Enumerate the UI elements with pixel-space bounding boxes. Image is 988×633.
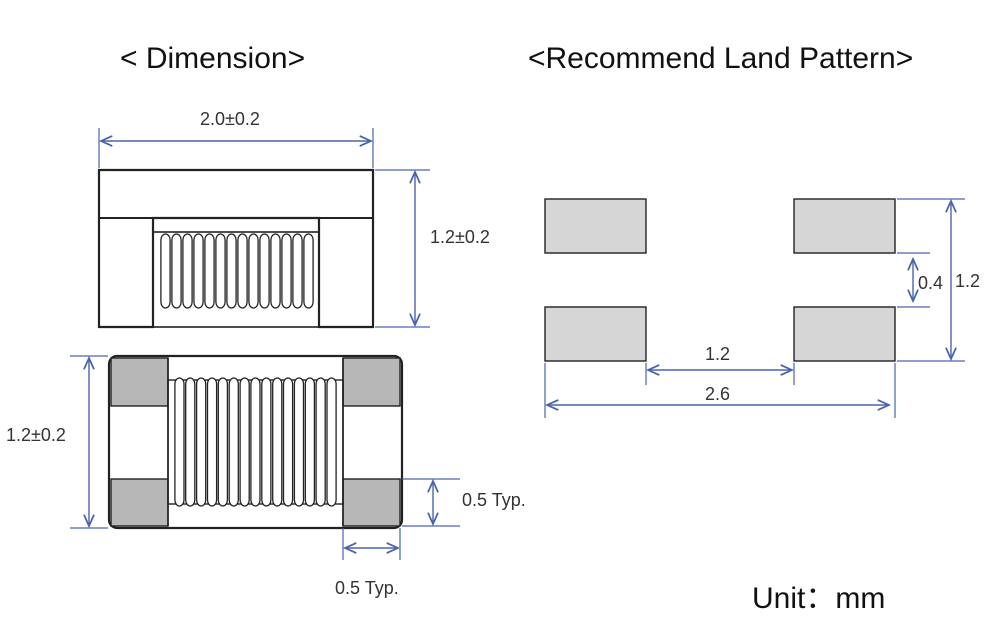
electrode-height-label: 0.5 Typ. bbox=[462, 490, 526, 510]
side-view-height-label: 1.2±0.2 bbox=[6, 425, 66, 445]
unit-label: Unit：mm bbox=[752, 582, 886, 615]
coil-turn bbox=[270, 233, 281, 309]
coil-turn bbox=[248, 233, 259, 309]
coil-turn bbox=[272, 377, 283, 507]
coil-turn bbox=[215, 233, 226, 309]
coil-turn bbox=[185, 377, 196, 507]
coil-turn bbox=[182, 233, 193, 309]
coil-turn bbox=[195, 377, 207, 507]
coil-turn bbox=[226, 233, 237, 309]
coil-turn bbox=[282, 377, 294, 507]
dimension-title: < Dimension> bbox=[120, 42, 306, 75]
coil-turn bbox=[160, 233, 171, 309]
pad-gap-label: 0.4 bbox=[918, 273, 944, 293]
land-pad-top-right bbox=[793, 198, 896, 254]
bottom-view bbox=[107, 354, 404, 530]
total-width-label: 2.6 bbox=[705, 384, 731, 404]
coil-turn bbox=[239, 377, 250, 507]
coil-turn bbox=[204, 233, 215, 309]
total-height-label: 1.2 bbox=[955, 271, 981, 291]
bottom-view-winding bbox=[174, 377, 337, 507]
inner-spacing-label: 1.2 bbox=[705, 344, 731, 364]
top-view-dimensions bbox=[98, 128, 430, 328]
land-pattern bbox=[544, 198, 896, 362]
top-view-winding bbox=[160, 233, 314, 309]
coil-turn bbox=[171, 233, 182, 309]
coil-turn bbox=[250, 377, 261, 507]
top-view bbox=[97, 168, 375, 329]
land-pattern-dimensions bbox=[544, 198, 965, 418]
coil-turn bbox=[281, 233, 292, 309]
coil-turn bbox=[304, 377, 316, 507]
coil-turn bbox=[174, 377, 185, 507]
land-pad-bottom-left bbox=[544, 306, 647, 362]
electrode-bottom-right bbox=[342, 478, 401, 527]
coil-turn bbox=[193, 233, 204, 309]
electrode-width-label: 0.5 Typ. bbox=[335, 578, 399, 598]
electrode-top-left bbox=[110, 357, 169, 407]
land-pattern-title: <Recommend Land Pattern> bbox=[528, 42, 914, 75]
bottom-view-dimensions bbox=[70, 355, 460, 560]
coil-turn bbox=[292, 233, 303, 309]
coil-turn bbox=[228, 377, 239, 507]
land-pad-bottom-right bbox=[793, 306, 896, 362]
top-view-height-label: 1.2±0.2 bbox=[430, 227, 490, 247]
coil-turn bbox=[303, 233, 314, 309]
coil-turn bbox=[217, 377, 229, 507]
coil-turn bbox=[315, 377, 326, 507]
land-pad-top-left bbox=[544, 198, 647, 254]
electrode-bottom-left bbox=[110, 478, 169, 527]
coil-turn bbox=[261, 377, 272, 507]
coil-turn bbox=[259, 233, 270, 309]
top-view-core bbox=[152, 231, 320, 328]
electrode-top-right bbox=[342, 357, 401, 407]
coil-turn bbox=[293, 377, 305, 507]
coil-turn bbox=[237, 233, 248, 309]
top-view-width-label: 2.0±0.2 bbox=[200, 109, 260, 129]
coil-turn bbox=[326, 377, 337, 507]
coil-turn bbox=[206, 377, 218, 507]
